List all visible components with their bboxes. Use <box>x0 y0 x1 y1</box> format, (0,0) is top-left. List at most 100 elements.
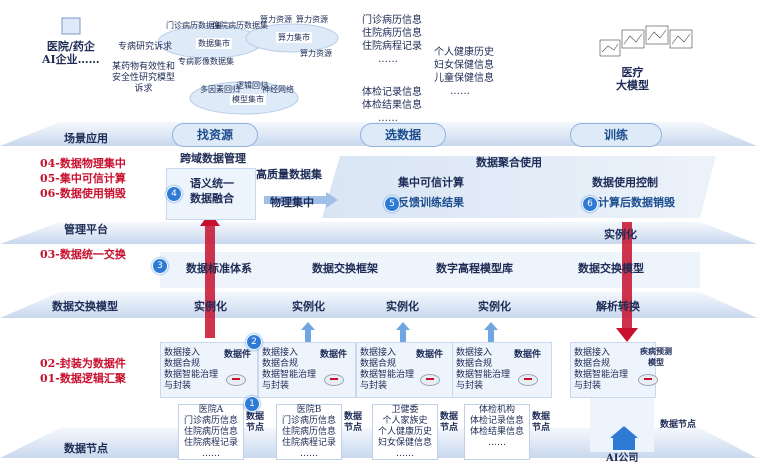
data-market-label: 数据集市 <box>196 38 232 49</box>
source-item: 住院病历信息 <box>183 427 238 437</box>
badge-5: 5 <box>384 196 400 212</box>
cluster-label-4: 算力资源 <box>296 15 328 24</box>
pkg-label-d: 数据件 <box>514 350 542 360</box>
list1-item: 住院病历信息 <box>362 28 422 39</box>
pkg-label-a: 数据件 <box>224 350 252 360</box>
pkg-line: 数据接入 <box>262 348 299 358</box>
model-chart-icons <box>599 25 693 57</box>
layer-nodes: 数据节点 <box>64 442 108 455</box>
layer-scene: 场景应用 <box>64 132 108 145</box>
source-item: 门诊病历信息 <box>281 416 336 426</box>
cluster-label-2: 住院病历数据集 <box>212 21 268 30</box>
source-item: 个人健康历史 <box>377 427 432 437</box>
pkg-lines-c: 数据接入 数据合规 数据智能治理 与封装 <box>360 348 414 392</box>
source-health-commission: 卫健委 个人家族史 个人健康历史 妇女保健信息 …… <box>372 404 438 460</box>
aggregation-block <box>322 156 716 218</box>
pkg-line: 数据智能治理 <box>360 370 415 380</box>
exchange-instantiate-1: 实例化 <box>194 300 227 313</box>
step-04: 04-数据物理集中 <box>40 157 126 170</box>
train-pill[interactable]: 训练 <box>570 123 662 147</box>
exchange-plane <box>0 292 757 318</box>
scene-data-list-3: 体检记录信息 体检结果信息 …… <box>362 86 422 125</box>
list2-item: …… <box>450 86 470 97</box>
disease-model-label: 疾病预测 模型 <box>640 346 672 367</box>
scene-data-list-2: 个人健康历史 妇女保健信息 儿童保健信息 …… <box>434 46 494 98</box>
list2-item: 儿童保健信息 <box>434 73 494 84</box>
house-icon <box>610 426 638 438</box>
red-down-arrow <box>622 222 632 330</box>
request-1: 专病研究诉求 <box>118 42 173 52</box>
package-card-c <box>356 342 454 398</box>
cluster-label-3: 算力资源 <box>260 15 292 24</box>
step-01: 01-数据逻辑汇聚 <box>40 372 126 385</box>
badge-2: 2 <box>246 334 262 350</box>
list2-item: 妇女保健信息 <box>434 60 494 71</box>
cluster-misc-1: 专病影像数据集 <box>178 57 234 66</box>
pkg-lines-d: 数据接入 数据合规 数据智能治理 与封装 <box>456 348 510 392</box>
red-down-arrowhead <box>616 328 638 342</box>
source-checkup-org: 体检机构 体检记录信息 体检结果信息 …… <box>464 404 530 460</box>
select-data-pill[interactable]: 选数据 <box>360 123 446 147</box>
aggregation-title: 数据聚合使用 <box>476 156 542 169</box>
pkg-line: 数据智能治理 <box>456 370 511 380</box>
list1-item: 住院病程记录 <box>362 41 422 52</box>
exchange-item-dem: 数字高程模型库 <box>436 262 513 275</box>
node-label-d: 数据 节点 <box>532 412 551 433</box>
package-card-a <box>160 342 258 398</box>
steps-exchange: 03-数据统一交换 <box>40 247 126 262</box>
package-card-ai <box>570 342 656 398</box>
node-label-a: 数据 节点 <box>246 412 265 433</box>
cluster-label-5: 算力资源 <box>300 49 332 58</box>
exchange-instantiate-4: 实例化 <box>478 300 511 313</box>
source-item: 体检结果信息 <box>469 427 524 437</box>
cluster-misc-3: 逻辑回归 <box>236 81 268 90</box>
high-quality-label: 高质量数据集 <box>256 168 322 181</box>
router-icon <box>638 374 658 386</box>
client-icon <box>61 17 81 35</box>
find-resources-pill[interactable]: 找资源 <box>172 123 258 147</box>
list1-item: 门诊病历信息 <box>362 15 422 26</box>
pkg-line: 与封装 <box>360 381 388 391</box>
exchange-parse: 解析转换 <box>596 300 640 313</box>
source-name: 体检机构 <box>478 405 515 415</box>
package-card-d <box>452 342 552 398</box>
feedback-label: 反馈训练结果 <box>398 196 464 209</box>
request-2: 某药物有效性和 安全性研究模型 诉求 <box>112 62 176 94</box>
exchange-block <box>160 252 700 288</box>
source-name: 医院B <box>296 405 322 415</box>
pkg-label-c: 数据件 <box>416 350 444 360</box>
physical-label: 物理集中 <box>270 196 314 209</box>
pkg-label-b: 数据件 <box>320 350 348 360</box>
exchange-instantiate-2: 实例化 <box>292 300 325 313</box>
source-item: 门诊病历信息 <box>183 416 238 426</box>
pkg-line: 数据智能治理 <box>574 370 629 380</box>
platform-instantiate: 实例化 <box>604 228 637 241</box>
source-item: …… <box>488 438 506 448</box>
source-item: 个人家族史 <box>382 416 428 426</box>
source-name: 卫健委 <box>391 405 419 415</box>
list3-item: 体检记录信息 <box>362 87 422 98</box>
pkg-line: 数据合规 <box>456 359 493 369</box>
pkg-line: 与封装 <box>574 381 602 391</box>
node-label-c: 数据 节点 <box>440 412 459 433</box>
pkg-line: 数据合规 <box>360 359 397 369</box>
cross-domain-title: 跨域数据管理 <box>180 152 246 165</box>
pkg-line: 数据合规 <box>574 359 611 369</box>
source-item: …… <box>396 449 414 459</box>
pkg-lines-a: 数据接入 数据合规 数据智能治理 与封装 <box>164 348 218 392</box>
layer-platform: 管理平台 <box>64 223 108 236</box>
badge-4: 4 <box>166 186 182 202</box>
source-item: 住院病程记录 <box>183 438 238 448</box>
source-item: …… <box>202 449 220 459</box>
badge-3: 3 <box>152 258 168 274</box>
cluster-label-1: 门诊病历数据集 <box>166 21 222 30</box>
pkg-line: 与封装 <box>164 381 192 391</box>
semantic-card <box>166 168 256 220</box>
source-hospital-b: 医院B 门诊病历信息 住院病历信息 住院病程记录 …… <box>276 404 342 460</box>
node-label-b: 数据 节点 <box>344 412 363 433</box>
client-label: 医院/药企 AI企业…… <box>42 40 100 66</box>
pkg-line: 与封装 <box>456 381 484 391</box>
source-item: 体检记录信息 <box>469 416 524 426</box>
destroy-label: 计算后数据销毁 <box>598 196 675 209</box>
flow-arrow <box>264 192 338 208</box>
